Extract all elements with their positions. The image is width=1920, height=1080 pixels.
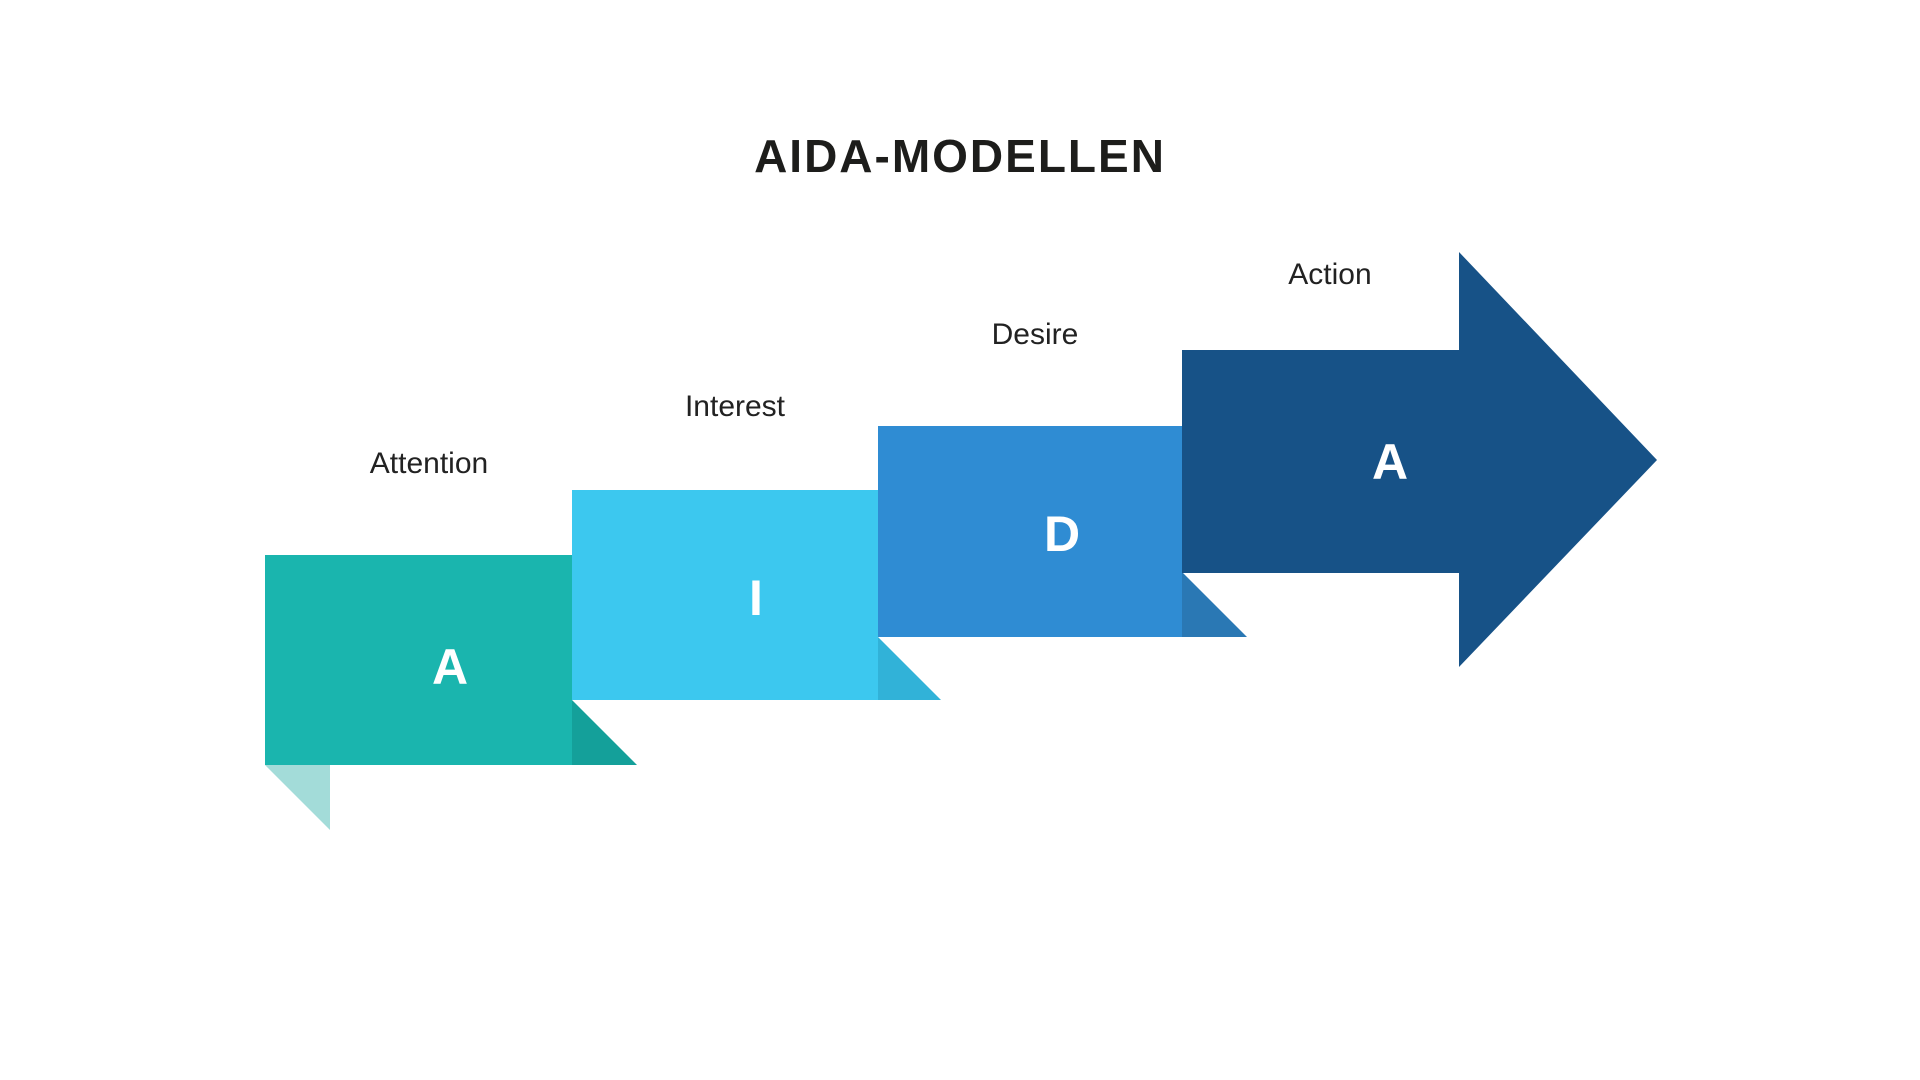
stage-attention-letter: A — [432, 639, 468, 695]
stage-desire-block — [878, 426, 1182, 637]
stage-attention-label: Attention — [370, 447, 488, 480]
stage-attention-fold — [572, 700, 637, 765]
stage-desire-label: Desire — [992, 318, 1079, 351]
stage-attention-block — [265, 555, 572, 765]
stage-interest-block — [572, 490, 878, 700]
stage-action-letter: A — [1372, 434, 1408, 490]
stage-action-arrow — [1182, 252, 1657, 667]
stage-desire-letter: D — [1044, 506, 1080, 562]
stage-interest-label: Interest — [685, 390, 786, 423]
stage-action-label: Action — [1288, 258, 1371, 291]
ribbon-tail — [265, 765, 330, 830]
stage-interest-letter: I — [749, 570, 763, 626]
diagram-title: AIDA-MODELLEN — [754, 130, 1166, 182]
stage-desire-fold — [1182, 572, 1247, 637]
stage-interest-fold — [878, 637, 941, 700]
